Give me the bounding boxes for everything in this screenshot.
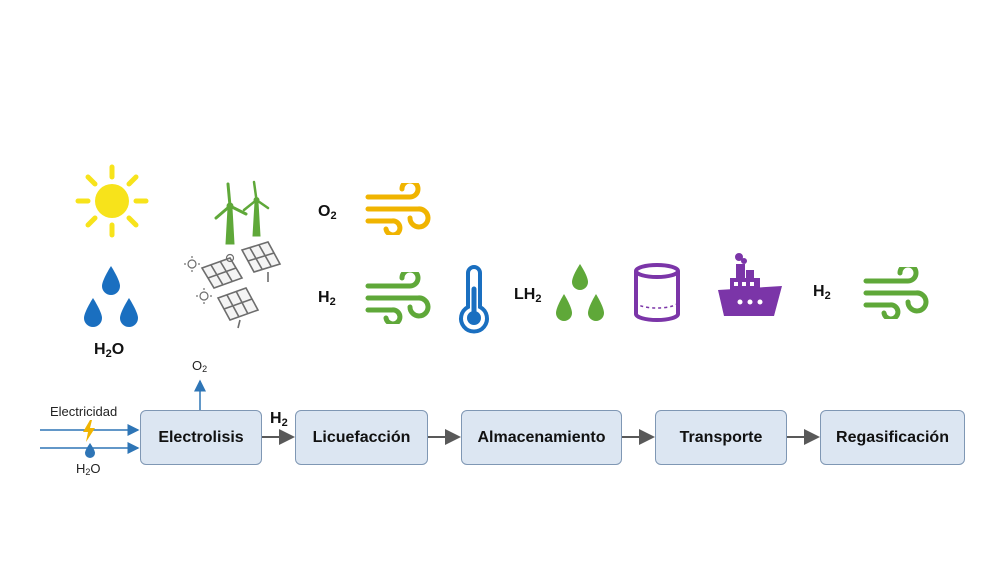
- step-licuefaccion: Licuefacción: [295, 410, 428, 465]
- h2-label: H2: [318, 289, 336, 308]
- o2-gas-icon: [362, 183, 434, 235]
- lh2-label: LH2: [514, 286, 542, 305]
- o2-output-label: O2: [192, 358, 208, 374]
- h2-flow-label: H2: [270, 410, 288, 429]
- h2-regas-gas-icon: [860, 267, 932, 319]
- lightning-icon: [82, 420, 96, 442]
- o2-label: O2: [318, 203, 337, 222]
- thermometer-icon: [456, 265, 492, 335]
- h2o-label: H2O: [94, 341, 125, 360]
- h2-gas-icon: [362, 272, 434, 324]
- water-drops-icon: [80, 264, 142, 330]
- step-electrolisis: Electrolisis: [140, 410, 262, 465]
- step-almacenamiento: Almacenamiento: [461, 410, 622, 465]
- ship-icon: [716, 252, 786, 320]
- step-transporte: Transporte: [655, 410, 787, 465]
- water-input-label: H2O: [76, 461, 101, 477]
- wind-turbines-solar-panels-icon: [180, 178, 295, 330]
- sun-icon: [74, 163, 150, 239]
- liquid-drops-icon: [552, 262, 608, 324]
- storage-tank-icon: [632, 262, 682, 324]
- step-regasificacion: Regasificación: [820, 410, 965, 465]
- electricity-label: Electricidad: [50, 404, 118, 419]
- water-drop-small-icon: [84, 443, 96, 458]
- h2-regas-label: H2: [813, 283, 831, 302]
